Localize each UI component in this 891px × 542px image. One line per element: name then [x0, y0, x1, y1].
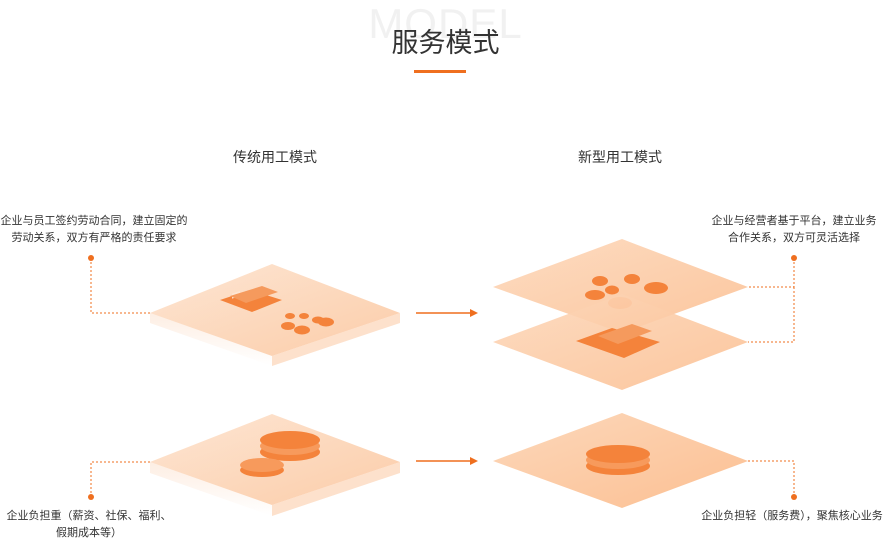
- callout-traditional-top: [90, 258, 150, 314]
- callout-dot: [88, 494, 94, 500]
- people-icon: [281, 313, 334, 335]
- coins-icon: [240, 431, 320, 477]
- traditional-cost-line2: 假期成本等）: [56, 526, 122, 539]
- model-watermark: MODEL: [368, 0, 523, 47]
- traditional-cost-text: 企业负担重（薪资、社保、福利、 假期成本等）: [0, 507, 178, 541]
- new-relationship-line2: 合作关系，双方可灵活选择: [728, 231, 860, 244]
- traditional-cost-line1: 企业负担重（薪资、社保、福利、: [6, 509, 172, 522]
- callout-dot: [791, 494, 797, 500]
- arrow-icon: [416, 457, 478, 465]
- building-icon: [576, 324, 660, 358]
- traditional-relationship-line2: 劳动关系，双方有严格的责任要求: [11, 231, 177, 244]
- new-mode-heading: 新型用工模式: [578, 150, 662, 166]
- new-relationship-line1: 企业与经营者基于平台，建立业务: [711, 214, 877, 227]
- traditional-top-plate: [150, 264, 400, 366]
- callout-traditional-bottom: [90, 461, 150, 497]
- coins-icon: [586, 445, 650, 475]
- new-cost-text: 企业负担轻（服务费），聚焦核心业务: [698, 507, 886, 524]
- traditional-relationship-text: 企业与员工签约劳动合同，建立固定的 劳动关系，双方有严格的责任要求: [0, 212, 188, 246]
- title-underline: [414, 70, 466, 73]
- new-top-plate-upper: [493, 239, 748, 333]
- arrow-icon: [416, 309, 478, 317]
- traditional-relationship-line1: 企业与员工签约劳动合同，建立固定的: [0, 214, 188, 227]
- page-title: 服务模式: [391, 28, 500, 59]
- callout-new-bottom: [748, 460, 795, 497]
- callout-dot: [791, 255, 797, 261]
- building-icon: [220, 286, 282, 312]
- new-relationship-text: 企业与经营者基于平台，建立业务 合作关系，双方可灵活选择: [706, 212, 882, 246]
- callout-new-top: [748, 258, 795, 343]
- traditional-mode-heading: 传统用工模式: [233, 150, 317, 166]
- new-cost-line1: 企业负担轻（服务费），聚焦核心业务: [701, 509, 883, 522]
- callout-dot: [88, 255, 94, 261]
